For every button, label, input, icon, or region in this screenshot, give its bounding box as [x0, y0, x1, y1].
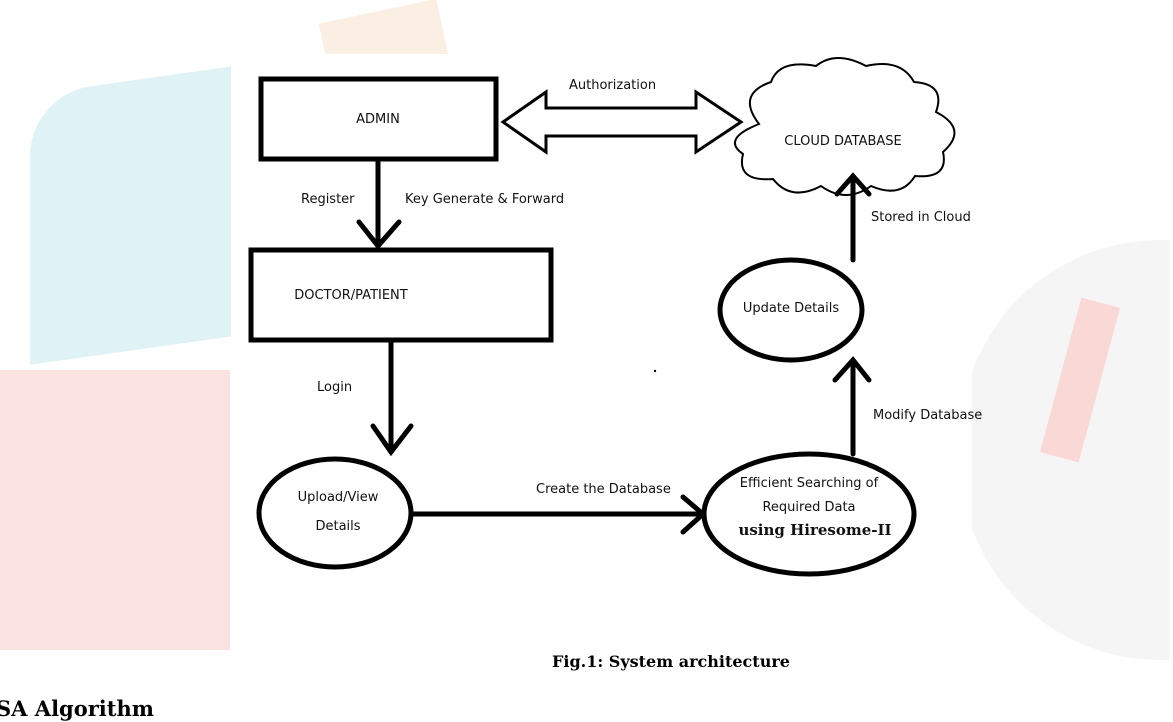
- figure-caption: Fig.1: System architecture: [552, 652, 790, 671]
- authorization-double-arrow: [500, 89, 744, 155]
- admin-to-doctor-arrow: [356, 156, 402, 250]
- admin-label: ADMIN: [356, 112, 400, 127]
- search-label-line2: Required Data: [762, 500, 856, 515]
- search-to-update-arrow: [832, 356, 872, 457]
- key-generate-forward-label: Key Generate & Forward: [405, 192, 565, 207]
- cloud-database-label: CLOUD DATABASE: [784, 134, 902, 149]
- upload-view-label-line2: Details: [315, 519, 361, 534]
- upload-view-ellipse: [256, 456, 414, 570]
- upload-view-label-line1: Upload/View: [297, 490, 379, 505]
- update-details-ellipse: [717, 257, 865, 363]
- search-label-line3: using Hiresome-II: [738, 521, 892, 539]
- create-database-label: Create the Database: [536, 482, 671, 497]
- stray-dot: [653, 369, 657, 373]
- register-label: Register: [301, 192, 355, 207]
- section-heading: SA Algorithm: [0, 696, 154, 721]
- update-to-cloud-arrow: [834, 172, 872, 263]
- watermark-cyan-shape: [30, 65, 240, 365]
- doctor-patient-box: [248, 247, 554, 343]
- doctor-patient-label: DOCTOR/PATIENT: [294, 288, 408, 303]
- cloud-database-shape: [733, 57, 956, 196]
- modify-database-label: Modify Database: [873, 408, 983, 423]
- admin-box: [258, 76, 499, 162]
- doctor-to-upload-arrow: [370, 337, 414, 457]
- watermark-red-shape: [0, 370, 230, 650]
- search-label-line1: Efficient Searching of: [739, 476, 879, 491]
- login-label: Login: [317, 380, 353, 395]
- upload-to-search-arrow: [408, 494, 707, 535]
- update-details-label: Update Details: [742, 301, 840, 316]
- diagram-canvas: [248, 57, 956, 577]
- stored-in-cloud-label: Stored in Cloud: [871, 210, 971, 225]
- authorization-label: Authorization: [569, 78, 657, 93]
- system-architecture-diagram: ADMIN CLOUD DATABASE DOCTOR/PATIENT Upda…: [231, 54, 982, 594]
